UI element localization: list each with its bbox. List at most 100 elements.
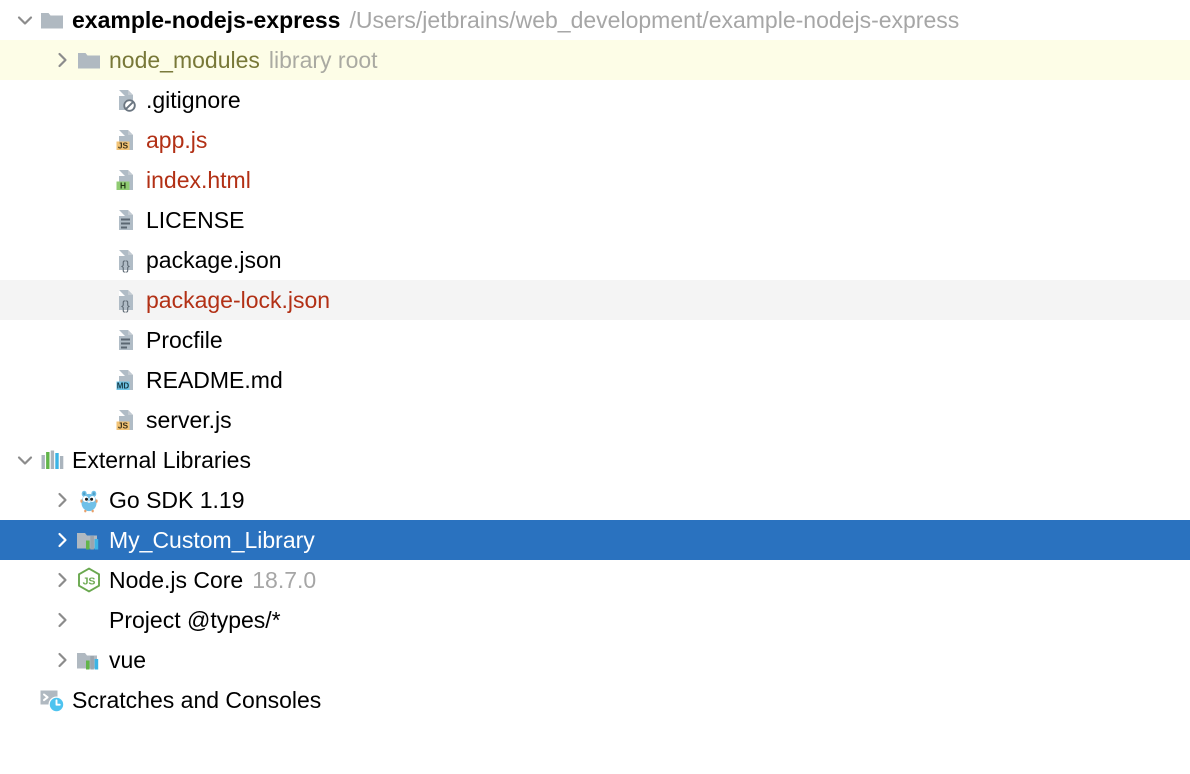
tree-indent <box>0 60 49 61</box>
svg-text:MD: MD <box>117 382 130 391</box>
chevron-down-icon[interactable] <box>12 447 38 473</box>
tree-row-label: README.md <box>146 366 283 393</box>
tree-indent <box>0 580 49 581</box>
chevron-down-icon[interactable] <box>12 7 38 33</box>
tree-row[interactable]: example-nodejs-express/Users/jetbrains/w… <box>0 0 1190 40</box>
file-ignored-icon <box>112 86 140 114</box>
tree-indent <box>0 340 86 341</box>
chevron-right-icon[interactable] <box>49 607 75 633</box>
tree-twisty-placeholder <box>86 367 112 393</box>
tree-row-label: package-lock.json <box>146 286 331 313</box>
tree-row-secondary-label: 18.7.0 <box>252 566 317 593</box>
tree-row-label: Procfile <box>146 326 223 353</box>
chevron-right-icon[interactable] <box>49 47 75 73</box>
tree-twisty-placeholder <box>86 327 112 353</box>
file-js-icon: JS <box>112 406 140 434</box>
tree-row-label: example-nodejs-express <box>72 6 341 33</box>
tree-indent <box>0 700 12 701</box>
tree-twisty-placeholder <box>86 287 112 313</box>
tree-row[interactable]: {} package-lock.json <box>0 280 1190 320</box>
file-text-icon <box>112 206 140 234</box>
tree-row-label: Go SDK 1.19 <box>109 486 245 513</box>
tree-row[interactable]: JS app.js <box>0 120 1190 160</box>
tree-indent <box>0 540 49 541</box>
svg-text:{}: {} <box>121 258 130 273</box>
file-markdown-icon: MD <box>112 366 140 394</box>
tree-indent <box>0 220 86 221</box>
file-json-icon: {} <box>112 246 140 274</box>
chevron-right-icon[interactable] <box>49 647 75 673</box>
tree-indent <box>0 260 86 261</box>
tree-twisty-placeholder <box>12 687 38 713</box>
tree-row-label: package.json <box>146 246 282 273</box>
libraries-bars-icon <box>38 446 66 474</box>
tree-row-label: Project @types/* <box>109 606 281 633</box>
scratches-console-icon <box>38 686 66 714</box>
library-folder-icon <box>75 526 103 554</box>
tree-row-label: .gitignore <box>146 86 241 113</box>
file-text-icon <box>112 326 140 354</box>
nodejs-icon: JS <box>75 566 103 594</box>
svg-text:JS: JS <box>118 141 129 151</box>
tree-row[interactable]: MD README.md <box>0 360 1190 400</box>
tree-twisty-placeholder <box>86 127 112 153</box>
file-html-icon: H <box>112 166 140 194</box>
tree-row[interactable]: Procfile <box>0 320 1190 360</box>
tree-row-label: index.html <box>146 166 251 193</box>
tree-row-label: Scratches and Consoles <box>72 686 322 713</box>
tree-icon-placeholder <box>75 606 103 634</box>
tree-row-label: My_Custom_Library <box>109 526 315 553</box>
tree-row-label: vue <box>109 646 147 673</box>
tree-row[interactable]: Project @types/* <box>0 600 1190 640</box>
svg-text:H: H <box>120 181 126 191</box>
go-gopher-icon <box>75 486 103 514</box>
svg-text:JS: JS <box>118 421 129 431</box>
tree-indent <box>0 500 49 501</box>
chevron-right-icon[interactable] <box>49 527 75 553</box>
tree-indent <box>0 180 86 181</box>
tree-indent <box>0 460 12 461</box>
tree-row-label: LICENSE <box>146 206 245 233</box>
tree-row-label: app.js <box>146 126 208 153</box>
svg-text:JS: JS <box>83 576 96 588</box>
tree-twisty-placeholder <box>86 87 112 113</box>
tree-row[interactable]: My_Custom_Library <box>0 520 1190 560</box>
file-json-icon: {} <box>112 286 140 314</box>
folder-icon <box>75 46 103 74</box>
tree-indent <box>0 660 49 661</box>
tree-twisty-placeholder <box>86 407 112 433</box>
tree-indent <box>0 380 86 381</box>
tree-row[interactable]: Go SDK 1.19 <box>0 480 1190 520</box>
tree-row[interactable]: {} package.json <box>0 240 1190 280</box>
tree-indent <box>0 620 49 621</box>
tree-row[interactable]: JS Node.js Core 18.7.0 <box>0 560 1190 600</box>
tree-indent <box>0 300 86 301</box>
tree-row-secondary-label: /Users/jetbrains/web_development/example… <box>349 6 960 33</box>
chevron-right-icon[interactable] <box>49 487 75 513</box>
tree-row[interactable]: Scratches and Consoles <box>0 680 1190 720</box>
tree-row[interactable]: External Libraries <box>0 440 1190 480</box>
svg-text:{}: {} <box>121 298 130 313</box>
tree-row-label: External Libraries <box>72 446 251 473</box>
tree-row[interactable]: vue <box>0 640 1190 680</box>
tree-row-label: node_modules <box>109 46 260 73</box>
tree-row-secondary-label: library root <box>268 46 378 73</box>
tree-indent <box>0 20 12 21</box>
library-folder-icon <box>75 646 103 674</box>
tree-row-label: Node.js Core <box>109 566 244 593</box>
tree-row[interactable]: LICENSE <box>0 200 1190 240</box>
tree-row[interactable]: node_modules library root <box>0 40 1190 80</box>
tree-twisty-placeholder <box>86 207 112 233</box>
chevron-right-icon[interactable] <box>49 567 75 593</box>
tree-indent <box>0 100 86 101</box>
file-js-icon: JS <box>112 126 140 154</box>
tree-twisty-placeholder <box>86 247 112 273</box>
tree-row[interactable]: .gitignore <box>0 80 1190 120</box>
tree-twisty-placeholder <box>86 167 112 193</box>
tree-indent <box>0 420 86 421</box>
folder-icon <box>38 6 66 34</box>
tree-indent <box>0 140 86 141</box>
